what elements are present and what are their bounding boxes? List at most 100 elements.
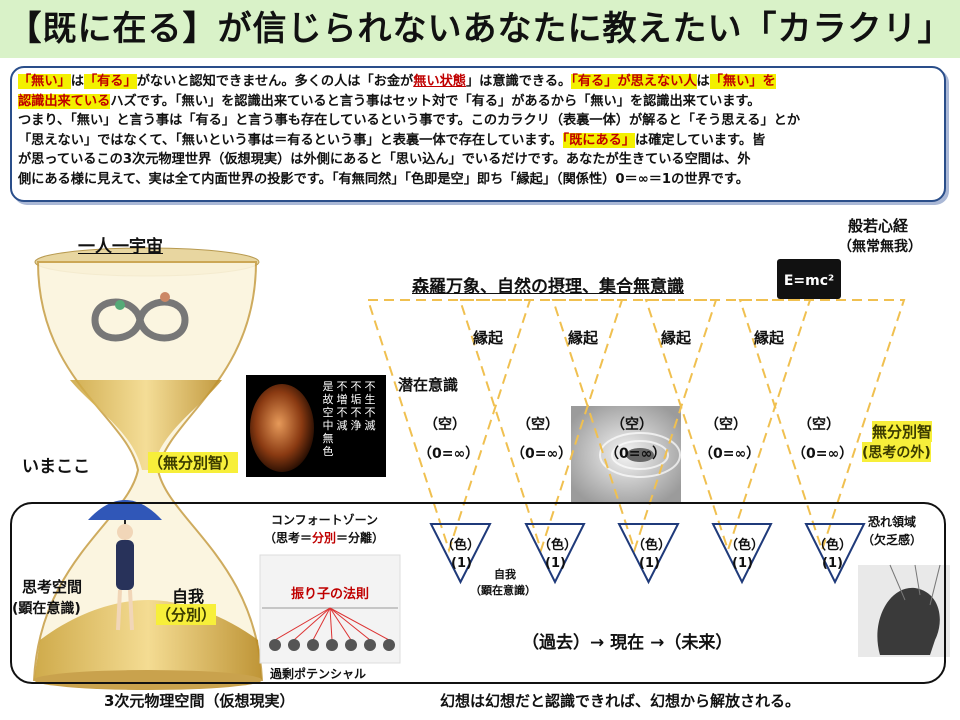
paragraph-segment: 「思えない」ではなくて、「無いという事は＝有るという事」と表裏一体で存在していま… [18,132,563,148]
pendulum-ball [269,639,281,651]
sutra-char: 増 [337,393,348,406]
intro-paragraph: 「無い」は「有る」がないと認知できません。多くの人は「お金が無い状態」は意識でき… [10,66,946,202]
paragraph-segment: が思っているこの3次元物理世界（仮想現実）は外側にあると「思い込ん」でいるだけで… [18,152,751,168]
label-emptiness: （空） [424,417,466,433]
paragraph-segment: 「有る」 [83,74,137,89]
label-ego-small: 自我 [494,568,516,581]
emc2-chalkboard: E=mc² [777,259,841,299]
paragraph-segment: 「無い」を [709,74,776,89]
label-zero-infinity: （0=∞） [792,446,854,462]
label-engi: 縁起 [661,329,692,347]
sutra-char: 垢 [351,393,362,406]
label-zero-infinity: （0=∞） [511,446,573,462]
label-zero-infinity: （0=∞） [605,446,667,462]
paragraph-segment: は [696,74,710,89]
pendulum-ball [288,639,300,651]
pendulum-string [274,607,331,641]
label-one: (1) [732,556,753,571]
label-conscious-small: （顕在意識） [470,584,536,597]
sutra-char: 減 [337,418,348,432]
pendulum-image [259,554,401,664]
label-emptiness: （空） [705,417,747,433]
pendulum-ball [326,639,338,651]
sutra-char: 不 [351,380,362,393]
dashed-triangle [644,299,812,554]
puppet-head-image [858,564,950,657]
blue-triangles [429,523,866,585]
label-shinra-banshou: 森羅万象、自然の摂理、集合無意識 [412,277,684,297]
label-discrimination: （分別） [156,604,217,625]
label-one: (1) [451,556,472,571]
pendulum-ball [364,639,376,651]
label-fear-zone: 恐れ領域 [868,515,917,529]
label-zero-infinity: （0=∞） [699,446,761,462]
pendulum-string [329,607,333,641]
label-subconscious: 潜在意識 [398,376,459,394]
paragraph-segment: は [70,74,84,89]
sutra-char: 故 [323,392,334,406]
paragraph-segment: 「無い」 [18,74,71,89]
label-conscious-mind: (顕在意識) [12,601,81,617]
label-comfort-zone: コンフォートゾーン [271,513,379,527]
label-form: （色） [725,538,765,553]
paragraph-segment: 「有る」が思えない人 [571,74,697,89]
paragraph-line: が思っているこの3次元物理世界（仮想現実）は外側にあると「思い込ん」でいるだけで… [18,150,938,170]
physical-space-frame [10,502,946,684]
sutra-char: 是 [323,380,334,393]
blue-triangle [617,523,680,585]
label-form: （色） [632,538,672,553]
label-emptiness: （空） [611,417,653,433]
label-one: (1) [822,556,843,571]
label-form: （色） [813,538,853,553]
paragraph-segment: 認識出来ている [18,93,111,109]
sutra-char: 不 [365,380,376,393]
label-non-discrimination-left: （無分別智） [148,452,239,473]
dashed-triangles [366,299,906,554]
blue-triangle [804,523,866,585]
label-here-now: いまここ [22,457,90,477]
label-form: （色） [441,538,481,553]
label-impermanence: （無常無我） [838,239,922,255]
page-title: 【既に在る】が信じられないあなたに教えたい「カラクリ」 [0,0,960,58]
dashed-triangle [458,299,624,554]
paragraph-line: 「無い」は「有る」がないと認知できません。多くの人は「お金が無い状態」は意識でき… [18,72,938,92]
label-ego: 自我 [172,587,205,606]
paragraph-segment: 」は意識できる。 [465,74,572,89]
label-engi: 縁起 [568,329,599,347]
blue-triangle [711,523,773,585]
sutra-char: 無 [323,431,334,445]
label-pendulum-law: 振り子の法則 [291,587,370,602]
label-non-discrimination-wisdom: 無分別智 [872,421,933,442]
label-scarcity: （欠乏感） [862,533,923,547]
sutra-char: 滅 [365,419,376,432]
sutra-char: 中 [323,419,334,432]
label-emptiness: （空） [798,417,840,433]
sutra-char: 不 [337,406,348,419]
sutra-char: 浄 [351,418,362,432]
sutra-char: 空 [323,405,334,419]
paragraph-segment: 側にある様に見えて、実は全て内面世界の投影です。「有無同然」「色即是空」即ち「縁… [18,171,749,187]
pendulum-ball [383,639,395,651]
label-outside-thought: (思考の外) [862,442,931,462]
pendulum-string [293,607,331,641]
dashed-triangle [738,299,906,554]
pendulum-ball [307,639,319,651]
pendulum-string [329,607,390,641]
label-thought-separation: （思考＝分別＝分離） [264,531,385,545]
label-thought-space: 思考空間 [22,578,83,596]
label-engi: 縁起 [754,329,785,347]
label-one: (1) [639,556,660,571]
label-time-flow: （過去）→ 現在 →（未来） [522,633,733,653]
sutra-char: 不 [337,380,348,393]
paragraph-segment: 「既にある」 [562,132,636,148]
blue-triangle [524,523,586,585]
paragraph-segment: 無い状態 [413,74,466,89]
sutra-char: 不 [365,406,376,419]
sutra-char: 生 [365,392,376,406]
zen-garden-image [571,406,681,502]
paragraph-line: 側にある様に見えて、実は全て内面世界の投影です。「有無同然」「色即是空」即ち「縁… [18,170,938,190]
pendulum-string [312,607,331,641]
label-excess-potential: 過剰ポテンシャル [270,667,367,681]
paragraph-segment: がないと認知できません。多くの人は「お金が [136,74,414,89]
